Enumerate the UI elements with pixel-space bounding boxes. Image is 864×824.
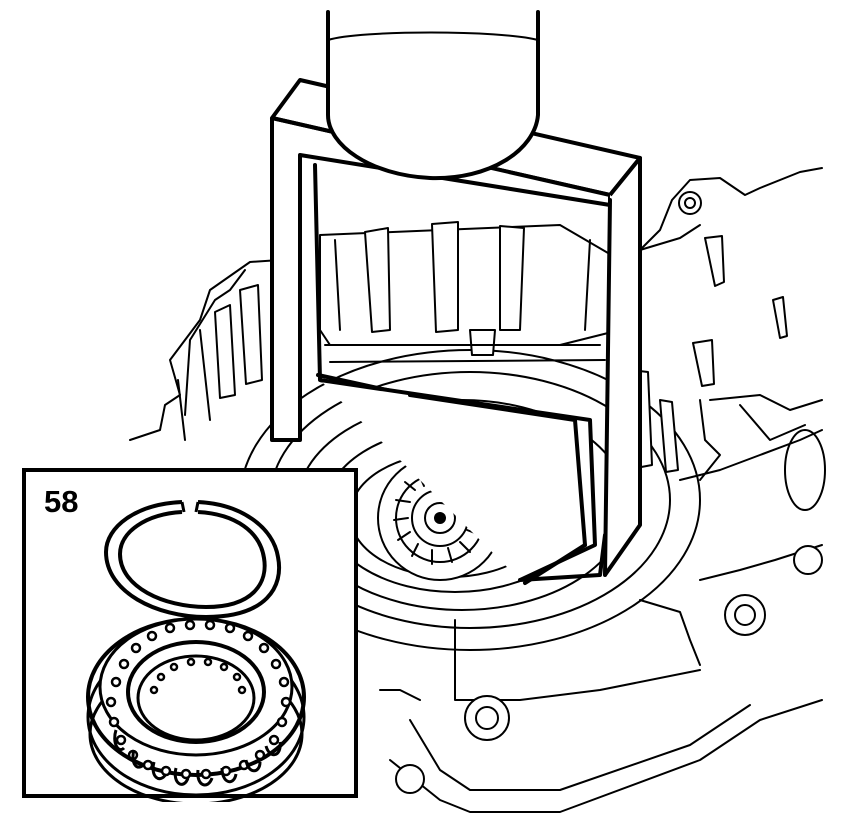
case-housing xyxy=(130,168,825,812)
inset-artwork xyxy=(86,500,306,802)
snap-ring-icon xyxy=(103,500,281,620)
clutch-spring-assembly-icon xyxy=(86,617,306,802)
press-ram-icon xyxy=(328,12,538,178)
detail-inset: 58 xyxy=(22,468,358,802)
callout-number: 58 xyxy=(44,484,79,519)
